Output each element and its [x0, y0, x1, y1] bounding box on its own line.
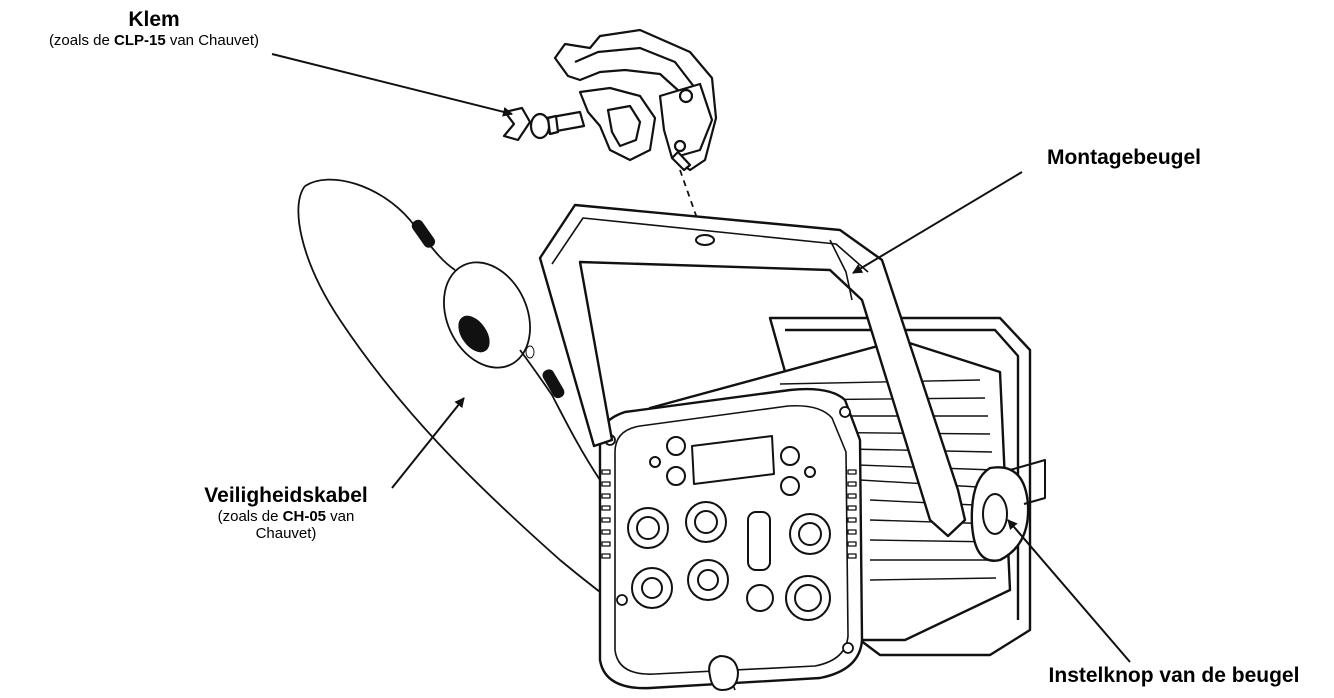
safety-cable-label-subtitle: (zoals de CH-05 van [176, 508, 396, 525]
safety-cable-sleeves [411, 219, 565, 399]
safety-sub-post: van [326, 508, 355, 526]
safety-sub-model: CH-05 [282, 508, 327, 526]
clamp-label: Klem (zoals de CLP-15 van Chauvet) [4, 8, 304, 49]
bracket-label-title: Montagebeugel [1046, 146, 1201, 169]
clamp-arrow [271, 53, 513, 117]
label-arrows [271, 53, 1131, 663]
fixture-display [691, 435, 775, 485]
clamp-sub-pre: (zoals de [48, 32, 114, 50]
safety-cable-label-title: Veiligheidskabel [204, 484, 368, 507]
knob-label: Instelknop van de beugel [1016, 664, 1332, 688]
clamp-illustration [502, 28, 718, 172]
safety-cable-label: Veiligheidskabel (zoals de CH-05 van Cha… [176, 484, 396, 543]
bracket-arrow [852, 171, 1023, 274]
clamp-label-subtitle: (zoals de CLP-15 van Chauvet) [4, 32, 304, 49]
fixture-illustration [538, 203, 1046, 691]
safety-sub-pre: (zoals de [217, 508, 283, 526]
clamp-label-title: Klem [128, 8, 180, 31]
knob-arrow [1007, 519, 1131, 663]
knob-label-title: Instelknop van de beugel [1048, 664, 1300, 687]
clamp-sub-model: CLP-15 [113, 32, 166, 50]
mounting-bracket [538, 203, 967, 538]
fuse-holder [746, 584, 774, 612]
bracket-label: Montagebeugel [1014, 146, 1234, 170]
clamp-sub-post: van Chauvet) [165, 32, 260, 50]
safety-cable-label-subtitle-line2: Chauvet) [255, 525, 317, 543]
safety-cable-arrow [391, 397, 465, 489]
